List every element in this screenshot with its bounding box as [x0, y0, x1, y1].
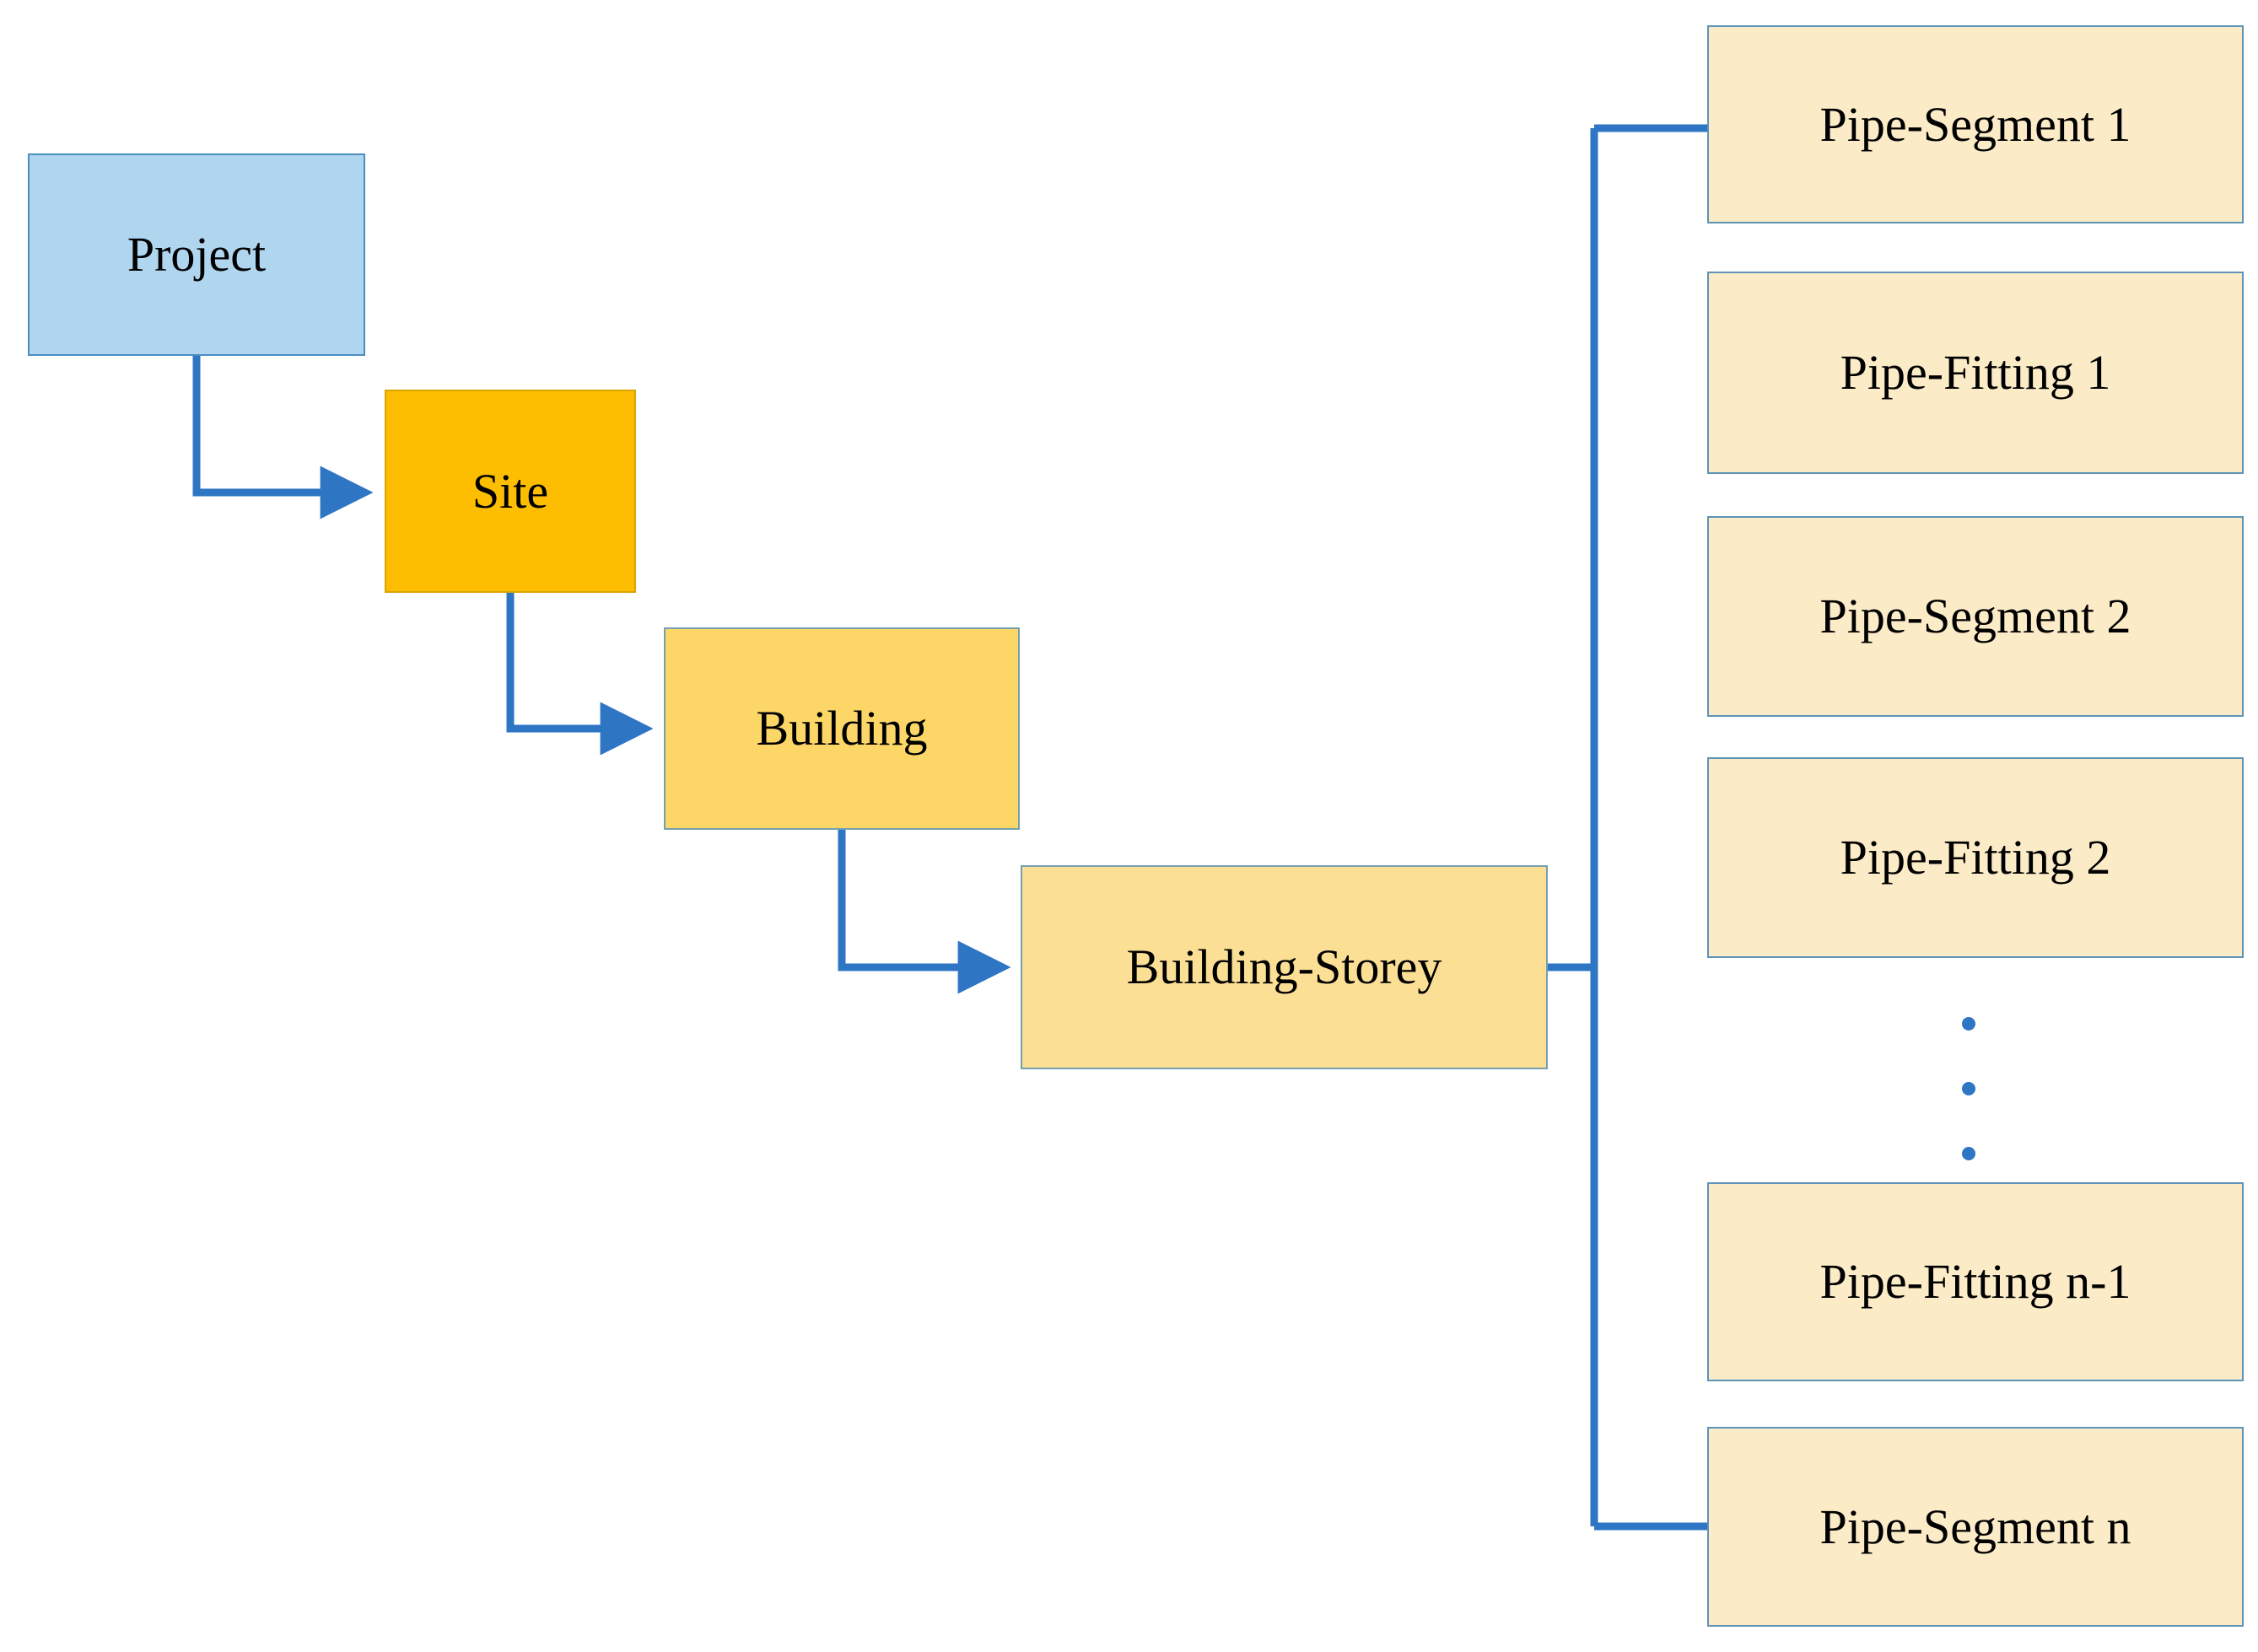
node-project-label: Project — [127, 227, 267, 283]
node-building[interactable]: Building — [664, 627, 1020, 830]
node-pipe-segment-2-label: Pipe-Segment 2 — [1819, 589, 2131, 644]
node-pipe-segment-1-label: Pipe-Segment 1 — [1819, 96, 2131, 152]
edge-building-to-storey — [838, 830, 1011, 994]
node-pipe-fitting-2[interactable]: Pipe-Fitting 2 — [1707, 757, 2244, 958]
node-pipe-segment-1[interactable]: Pipe-Segment 1 — [1707, 25, 2244, 223]
ellipsis-dot-icon — [1962, 1147, 1975, 1160]
node-pipe-segment-n-label: Pipe-Segment n — [1819, 1499, 2131, 1554]
node-project[interactable]: Project — [28, 153, 365, 356]
node-pipe-segment-n[interactable]: Pipe-Segment n — [1707, 1427, 2244, 1627]
node-pipe-fitting-1-label: Pipe-Fitting 1 — [1840, 345, 2111, 401]
edge-storey-to-pipe-bus — [1548, 124, 1707, 1531]
node-site[interactable]: Site — [385, 390, 636, 593]
ellipsis-dot-icon — [1962, 1082, 1975, 1095]
node-building-storey[interactable]: Building-Storey — [1021, 865, 1548, 1069]
node-pipe-fitting-1[interactable]: Pipe-Fitting 1 — [1707, 272, 2244, 474]
node-pipe-fitting-2-label: Pipe-Fitting 2 — [1840, 830, 2111, 885]
node-pipe-fitting-n-minus-1-label: Pipe-Fitting n-1 — [1819, 1254, 2131, 1310]
node-building-label: Building — [756, 701, 928, 756]
ellipsis-dot-icon — [1962, 1017, 1975, 1030]
node-site-label: Site — [472, 463, 549, 519]
edge-project-to-site — [192, 356, 374, 519]
node-pipe-segment-2[interactable]: Pipe-Segment 2 — [1707, 516, 2244, 717]
edge-site-to-building — [506, 593, 654, 756]
node-pipe-fitting-n-minus-1[interactable]: Pipe-Fitting n-1 — [1707, 1182, 2244, 1381]
node-building-storey-label: Building-Storey — [1126, 939, 1442, 995]
